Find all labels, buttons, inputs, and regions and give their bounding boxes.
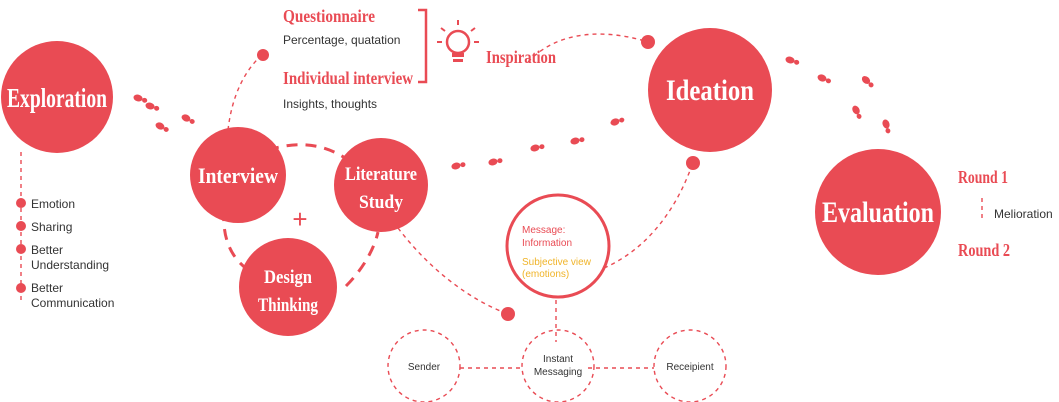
footprint-icon: [529, 142, 546, 153]
interview-node: [190, 127, 286, 223]
footprint-icon: [609, 115, 626, 127]
triangle-right: [344, 231, 380, 288]
message-line-4: (emotions): [522, 269, 569, 280]
plus-sign: +: [292, 204, 307, 234]
messaging-label: Messaging: [534, 367, 582, 378]
footprint-icon: [850, 104, 864, 121]
interview-connector: [227, 54, 263, 131]
message-line-3: Subjective view: [522, 257, 592, 268]
list-bullet: [16, 283, 26, 293]
recipient-node: [653, 329, 727, 402]
footprint-icon: [487, 156, 504, 167]
list-item-better-1: Better: [31, 243, 63, 257]
footprint-icon: [784, 55, 801, 66]
footprint-icon: [450, 160, 467, 171]
literature-label-1: Literature: [345, 164, 417, 185]
connector-dot: [641, 35, 655, 49]
sender-node: [387, 329, 461, 402]
literature-label-2: Study: [359, 192, 403, 213]
instant-label: Instant: [543, 354, 573, 365]
sender-label: Sender: [408, 362, 441, 373]
ideation-label: Ideation: [666, 74, 754, 107]
round-2-label: Round 2: [958, 240, 1010, 260]
message-line-1: Message:: [522, 225, 565, 236]
footprint-icon: [881, 118, 893, 135]
exploration-node: [1, 41, 113, 153]
instant-messaging-node: [521, 329, 595, 402]
triangle-top: [267, 143, 346, 160]
questionnaire-subtitle: Percentage, quatation: [283, 33, 400, 47]
footprint-icon: [860, 74, 876, 89]
connector-dot: [686, 156, 700, 170]
message-ideation-connector: [603, 164, 693, 269]
footprint-icon: [144, 101, 161, 112]
list-item-communication: Communication: [31, 296, 114, 310]
inspiration-label: Inspiration: [486, 47, 556, 67]
list-item-emotion: Emotion: [31, 197, 75, 211]
list-item-understanding: Understanding: [31, 258, 109, 272]
recipient-label: Receipient: [666, 362, 713, 373]
footprint-icon: [180, 112, 197, 126]
lightbulb-icon: [437, 20, 479, 62]
inspiration-connector: [527, 33, 649, 63]
footprint-icon: [816, 73, 833, 85]
individual-interview-title: Individual interview: [283, 68, 413, 88]
connector-dot: [501, 307, 515, 321]
message-line-2: Information: [522, 238, 572, 249]
footprint-icon: [132, 93, 149, 104]
questionnaire-title: Questionnaire: [283, 6, 375, 26]
list-item-sharing: Sharing: [31, 220, 72, 234]
design-label-1: Design: [264, 267, 312, 288]
design-label-2: Thinking: [258, 295, 318, 316]
list-bullet: [16, 221, 26, 231]
footprint-icon: [569, 135, 586, 146]
literature-node: [334, 138, 428, 232]
individual-interview-subtitle: Insights, thoughts: [283, 97, 377, 111]
round-1-label: Round 1: [958, 167, 1008, 187]
design-thinking-node: [239, 238, 337, 336]
connector-dot: [257, 49, 269, 61]
exploration-label: Exploration: [7, 83, 107, 113]
evaluation-label: Evaluation: [822, 196, 934, 229]
melioration-label: Melioration: [994, 207, 1053, 221]
list-bullet: [16, 198, 26, 208]
bracket: [418, 8, 428, 84]
footprint-icon: [154, 120, 171, 134]
evaluation-node: [815, 149, 941, 275]
list-bullet: [16, 244, 26, 254]
ideation-node: [648, 28, 772, 152]
list-item-better-2: Better: [31, 281, 63, 295]
message-node: [505, 193, 611, 299]
interview-label: Interview: [198, 163, 278, 188]
literature-connector: [397, 227, 509, 315]
